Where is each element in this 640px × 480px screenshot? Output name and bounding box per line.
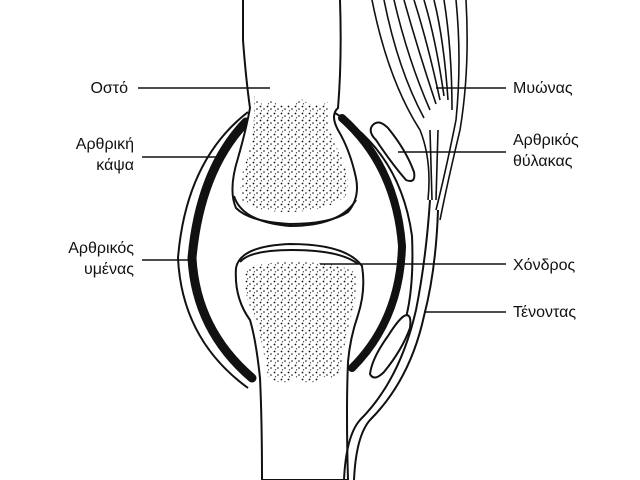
articular-capsule-outline [176, 111, 249, 389]
upper-bone-marrow [240, 96, 348, 212]
label-articular-capsule: Αρθρική κάψα [76, 134, 134, 176]
label-bone: Οστό [90, 78, 128, 99]
tendon [343, 199, 431, 480]
synovial-membrane-left [187, 117, 257, 383]
label-muscle: Μυώνας [513, 78, 573, 99]
label-bursa-line1: Αρθρικός [513, 132, 579, 149]
synovial-membrane-right [338, 114, 407, 372]
label-membrane-line1: Αρθρικός [68, 240, 134, 257]
lower-bursa [368, 314, 412, 379]
label-membrane-line2: υμένας [83, 261, 134, 278]
upper-bursa [369, 121, 416, 182]
label-capsule-line2: κάψα [96, 157, 134, 174]
label-capsule-line1: Αρθρική [75, 136, 134, 153]
label-cartilage-text: Χόνδρος [513, 257, 576, 274]
label-synovial-membrane: Αρθρικός υμένας [68, 238, 134, 280]
label-tendon-text: Τένοντας [513, 304, 577, 321]
muscle [371, 0, 468, 221]
label-muscle-text: Μυώνας [513, 80, 573, 97]
upper-cartilage [233, 195, 357, 228]
lower-cartilage [239, 248, 359, 265]
label-bursa-line2: θύλακας [513, 153, 573, 170]
label-tendon: Τένοντας [513, 302, 576, 323]
label-cartilage: Χόνδρος [513, 255, 575, 276]
lower-bone-marrow [244, 262, 357, 383]
label-bursa: Αρθρικός θύλακας [513, 130, 579, 172]
label-bone-text: Οστό [90, 80, 128, 97]
